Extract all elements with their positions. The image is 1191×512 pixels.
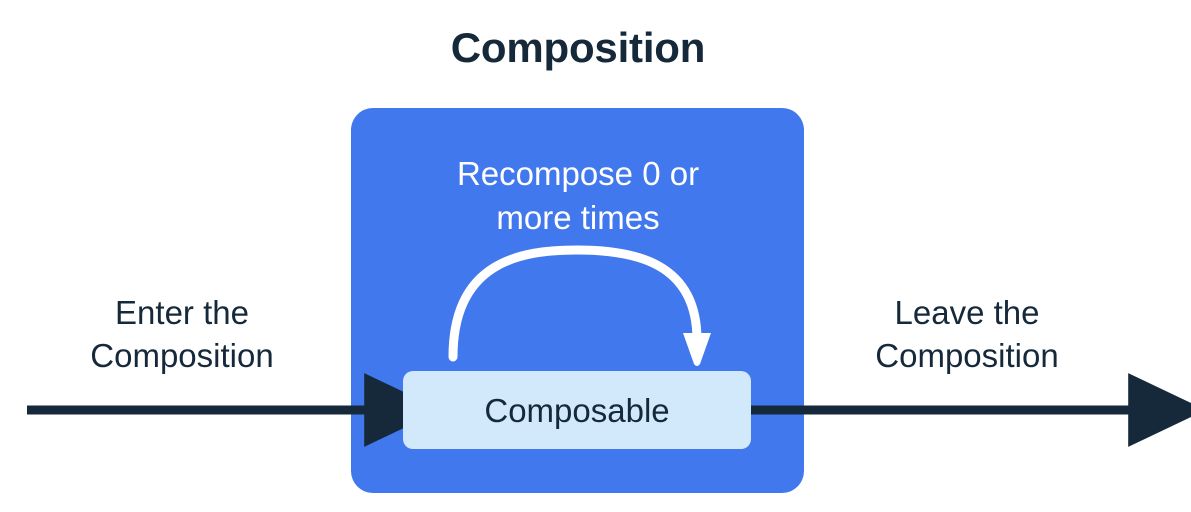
leave-composition-label-line2: Composition <box>875 337 1058 374</box>
recompose-loop-arrowhead <box>683 333 711 366</box>
enter-composition-label-line2: Composition <box>90 337 273 374</box>
enter-composition-label-line1: Enter the <box>115 294 249 331</box>
composable-node-label: Composable <box>484 392 669 429</box>
page-title: Composition <box>451 24 705 71</box>
recompose-loop-arrow <box>448 245 702 362</box>
recompose-label-line2: more times <box>496 199 659 236</box>
composable-node <box>403 371 751 449</box>
recompose-label-line1: Recompose 0 or <box>457 155 699 192</box>
leave-composition-label-line1: Leave the <box>895 294 1040 331</box>
